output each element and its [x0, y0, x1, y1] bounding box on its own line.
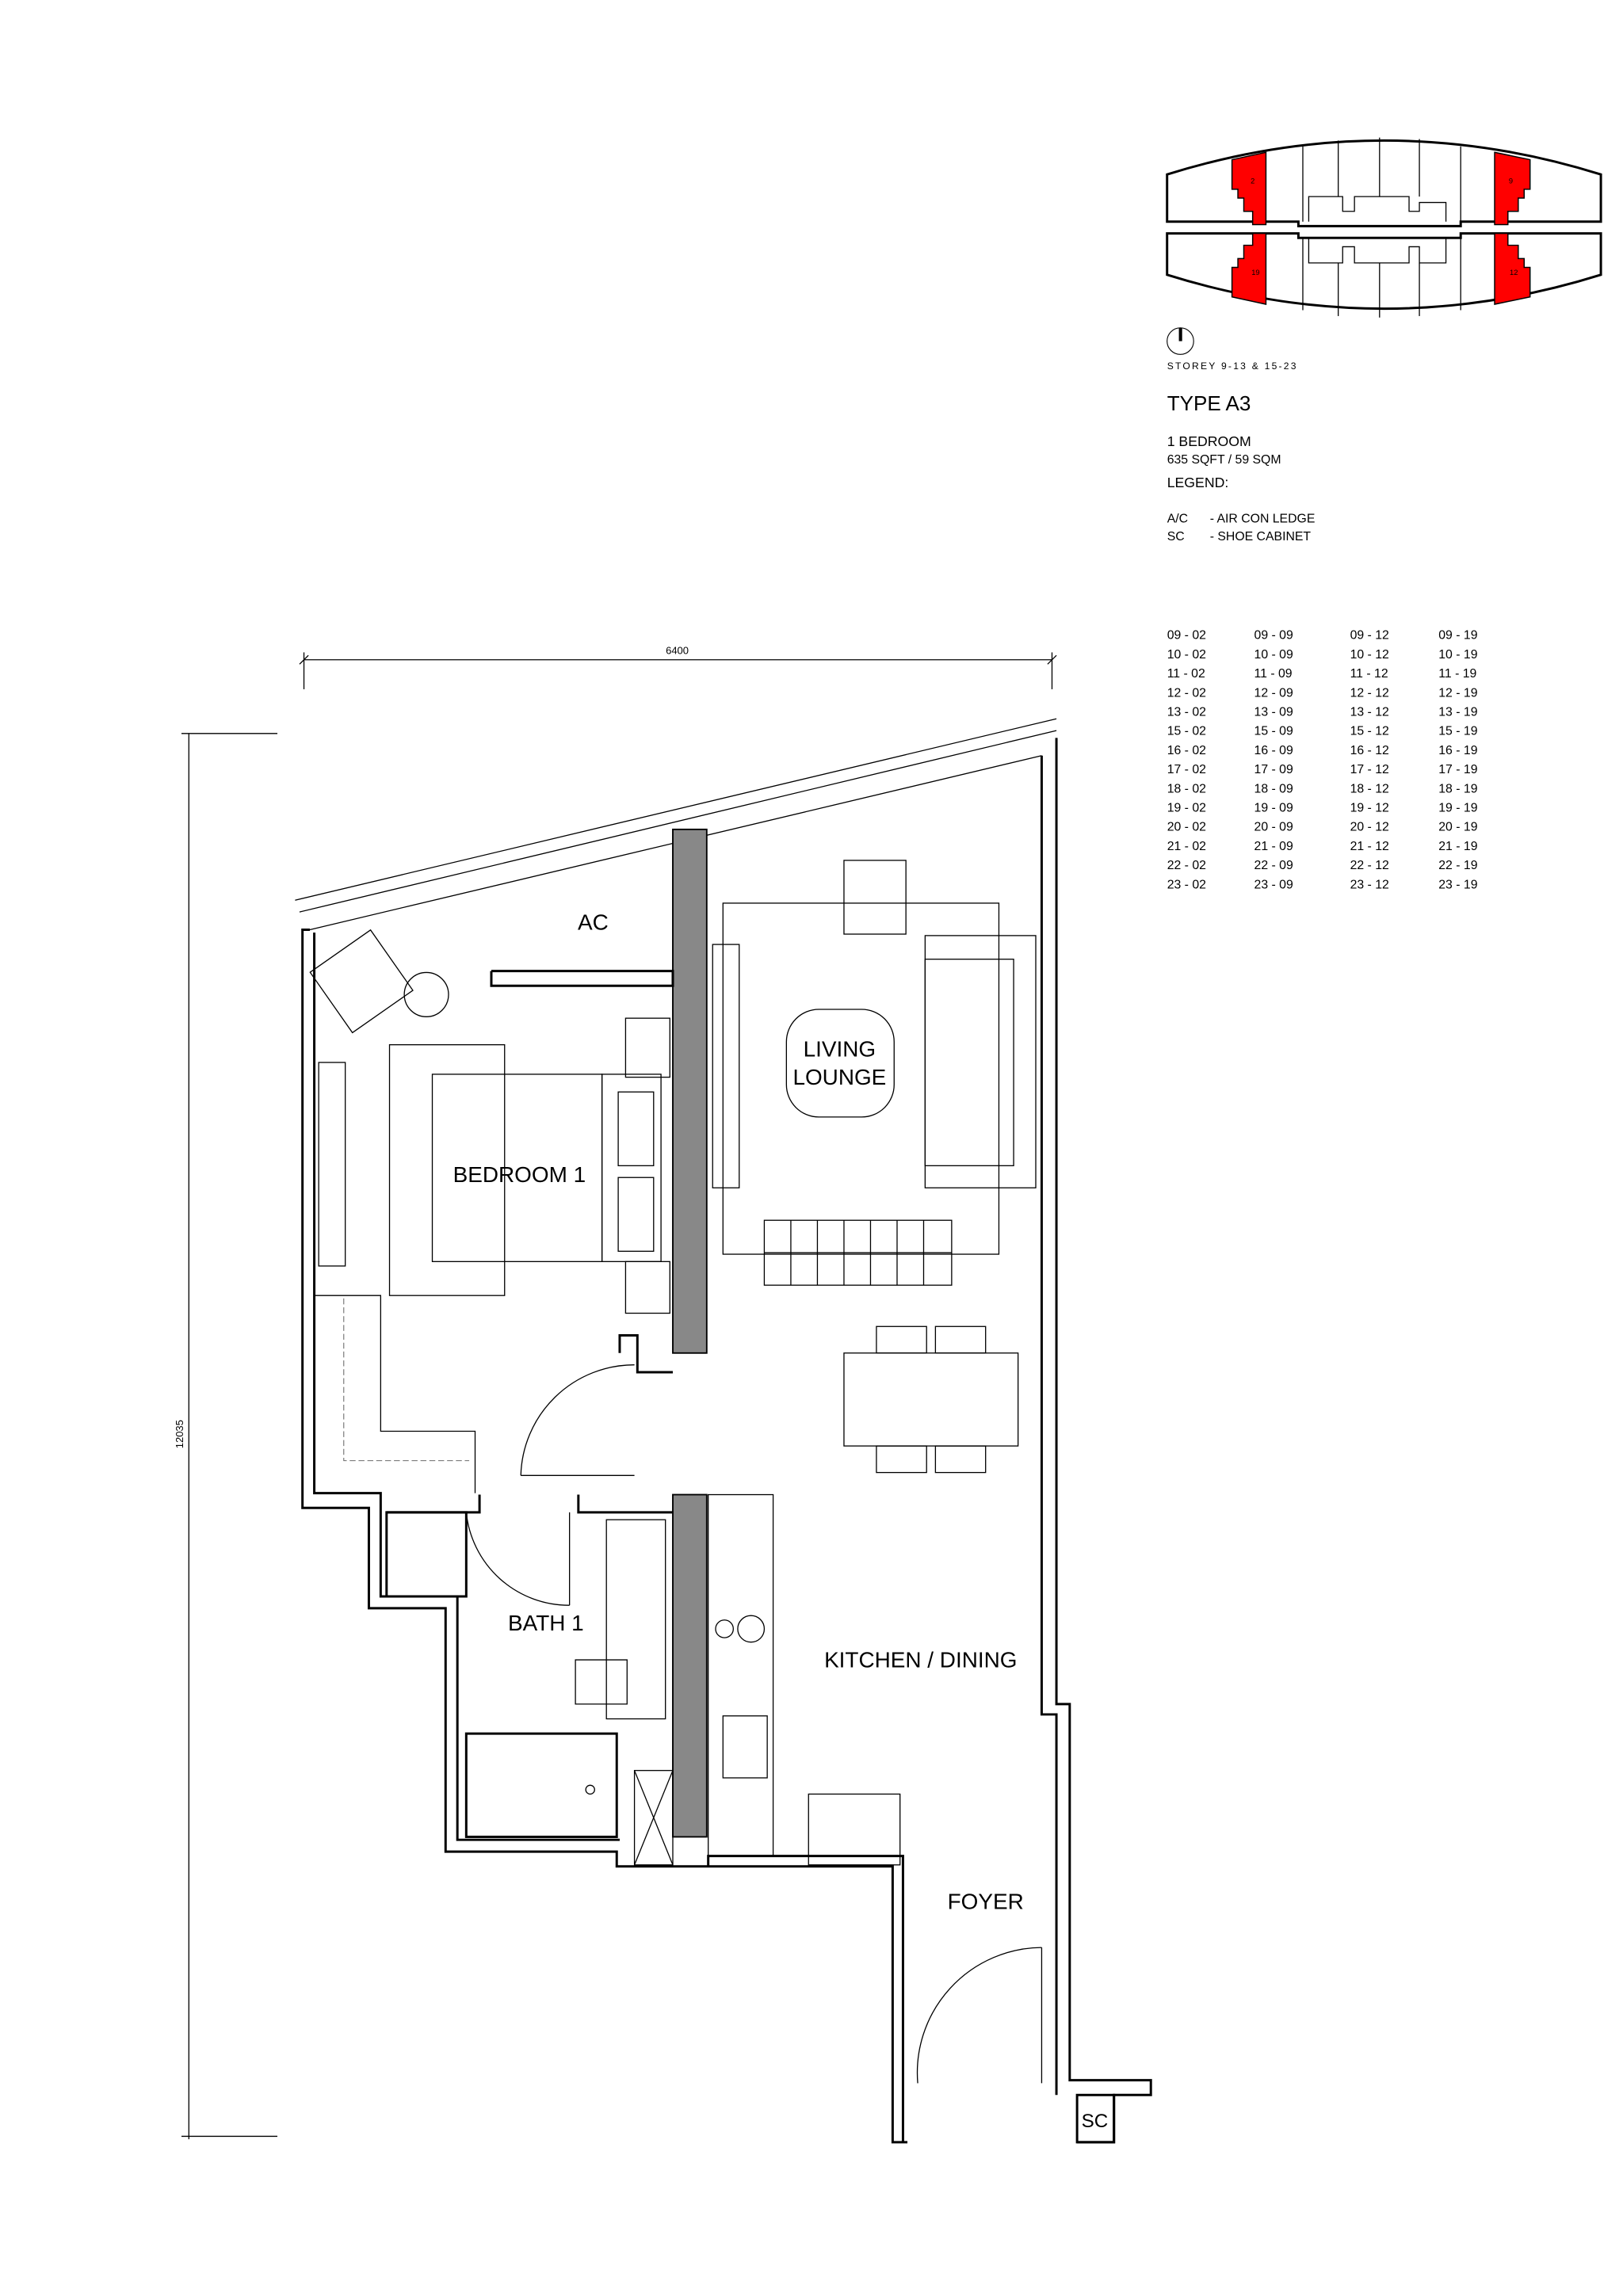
unit-number-cell: 13 - 09 [1254, 705, 1293, 719]
unit-number-cell: 19 - 02 [1167, 802, 1206, 815]
unit-number-cell: 12 - 12 [1350, 686, 1389, 700]
unit-number-cell: 23 - 09 [1254, 878, 1293, 891]
unit-type-title: TYPE A3 [1167, 391, 1251, 415]
unit-number-cell: 13 - 12 [1350, 705, 1389, 719]
room-label-sc: SC [1082, 2111, 1109, 2132]
unit-number-cell: 19 - 19 [1438, 802, 1477, 815]
height-dimension: 12035 [174, 733, 278, 2140]
unit-number-cell: 09 - 12 [1350, 629, 1389, 643]
room-label-kitchen: KITCHEN / DINING [824, 1647, 1017, 1672]
unit-number-cell: 17 - 02 [1167, 763, 1206, 776]
room-label-bath: BATH 1 [508, 1611, 584, 1635]
structural-wall [672, 828, 708, 1354]
unit-number-cell: 16 - 02 [1167, 744, 1206, 757]
unit-number-cell: 13 - 02 [1167, 705, 1206, 719]
unit-number-cell: 15 - 02 [1167, 725, 1206, 738]
key-plan: 2 9 19 12 [1166, 137, 1602, 318]
dining-table [843, 1352, 1019, 1447]
units-table: 09 - 02 09 - 09 09 - 12 09 - 19 10 - 02 10 - … [1167, 629, 1478, 892]
unit-number-cell: 22 - 09 [1254, 859, 1293, 872]
unit-number-cell: 23 - 12 [1350, 878, 1389, 891]
coffee-table [785, 1009, 895, 1118]
keyplan-unit-19 [1231, 232, 1267, 305]
keyplan-unit-2 [1231, 151, 1267, 226]
sofa [924, 935, 1037, 1188]
unit-number-cell: 22 - 19 [1438, 859, 1477, 872]
unit-number-cell: 16 - 12 [1350, 744, 1389, 757]
north-arrow-icon [1167, 327, 1194, 355]
keyplan-label-2: 2 [1251, 177, 1254, 185]
unit-number-cell: 15 - 09 [1254, 725, 1293, 738]
unit-number-cell: 18 - 19 [1438, 782, 1477, 795]
unit-number-cell: 10 - 09 [1254, 648, 1293, 662]
bedroom-count: 1 BEDROOM [1167, 433, 1251, 449]
unit-number-cell: 12 - 19 [1438, 686, 1477, 700]
structural-wall [672, 1493, 708, 1838]
plan-walls [295, 718, 1152, 2144]
unit-number-cell: 17 - 19 [1438, 763, 1477, 776]
unit-number-cell: 19 - 09 [1254, 802, 1293, 815]
unit-number-cell: 11 - 12 [1350, 667, 1388, 681]
unit-number-cell: 21 - 19 [1438, 840, 1477, 853]
unit-number-cell: 09 - 09 [1254, 629, 1293, 643]
unit-number-cell: 18 - 02 [1167, 782, 1206, 795]
unit-number-cell: 17 - 12 [1350, 763, 1389, 776]
keyplan-label-19: 19 [1251, 269, 1259, 277]
width-dimension: 6400 [299, 644, 1057, 689]
room-label-bedroom: BEDROOM 1 [453, 1162, 586, 1187]
height-dimension-label: 12035 [174, 1420, 185, 1448]
keyplan-label-9: 9 [1509, 177, 1513, 185]
unit-number-cell: 21 - 09 [1254, 840, 1293, 853]
unit-number-cell: 13 - 19 [1438, 705, 1477, 719]
armchair [843, 860, 907, 935]
legend-desc-sc: - SHOE CABINET [1210, 530, 1312, 543]
unit-number-cell: 12 - 09 [1254, 686, 1293, 700]
room-label-living: LIVING [804, 1037, 876, 1062]
room-label-foyer: FOYER [948, 1890, 1024, 1914]
unit-number-cell: 17 - 09 [1254, 763, 1293, 776]
unit-number-cell: 11 - 09 [1254, 667, 1293, 681]
unit-number-cell: 10 - 02 [1167, 648, 1206, 662]
unit-number-cell: 23 - 19 [1438, 878, 1477, 891]
unit-number-cell: 23 - 02 [1167, 878, 1206, 891]
unit-number-cell: 16 - 09 [1254, 744, 1293, 757]
furniture [309, 860, 1037, 1866]
unit-number-cell: 11 - 19 [1438, 667, 1476, 681]
unit-number-cell: 20 - 02 [1167, 821, 1206, 834]
unit-number-cell: 19 - 12 [1350, 802, 1389, 815]
unit-number-cell: 12 - 02 [1167, 686, 1206, 700]
unit-number-cell: 18 - 12 [1350, 782, 1389, 795]
legend-code-ac: A/C [1167, 513, 1188, 526]
width-dimension-label: 6400 [666, 644, 689, 656]
storey-label: STOREY 9-13 & 15-23 [1167, 360, 1298, 372]
unit-number-cell: 20 - 09 [1254, 821, 1293, 834]
room-label-lounge: LOUNGE [792, 1065, 886, 1089]
unit-number-cell: 10 - 12 [1350, 648, 1389, 662]
unit-number-cell: 15 - 19 [1438, 725, 1477, 738]
unit-number-cell: 09 - 02 [1167, 629, 1206, 643]
legend-title: LEGEND: [1167, 475, 1229, 490]
keyplan-label-12: 12 [1510, 269, 1518, 277]
unit-number-cell: 21 - 12 [1350, 840, 1389, 853]
unit-number-cell: 09 - 19 [1438, 629, 1477, 643]
unit-number-cell: 11 - 02 [1167, 667, 1205, 681]
legend-desc-ac: - AIR CON LEDGE [1210, 513, 1316, 526]
legend-code-sc: SC [1167, 530, 1185, 543]
unit-number-cell: 21 - 02 [1167, 840, 1206, 853]
keyplan-unit-9 [1494, 151, 1531, 226]
keyplan-unit-12 [1494, 232, 1531, 305]
unit-area: 635 SQFT / 59 SQM [1167, 453, 1281, 467]
unit-number-cell: 22 - 12 [1350, 859, 1389, 872]
unit-number-cell: 10 - 19 [1438, 648, 1477, 662]
unit-number-cell: 18 - 09 [1254, 782, 1293, 795]
room-label-ac: AC [578, 910, 609, 934]
kitchen-counter [708, 1493, 774, 1857]
unit-number-cell: 16 - 19 [1438, 744, 1477, 757]
unit-number-cell: 20 - 12 [1350, 821, 1389, 834]
unit-number-cell: 22 - 02 [1167, 859, 1206, 872]
unit-number-cell: 15 - 12 [1350, 725, 1389, 738]
unit-number-cell: 20 - 19 [1438, 821, 1477, 834]
